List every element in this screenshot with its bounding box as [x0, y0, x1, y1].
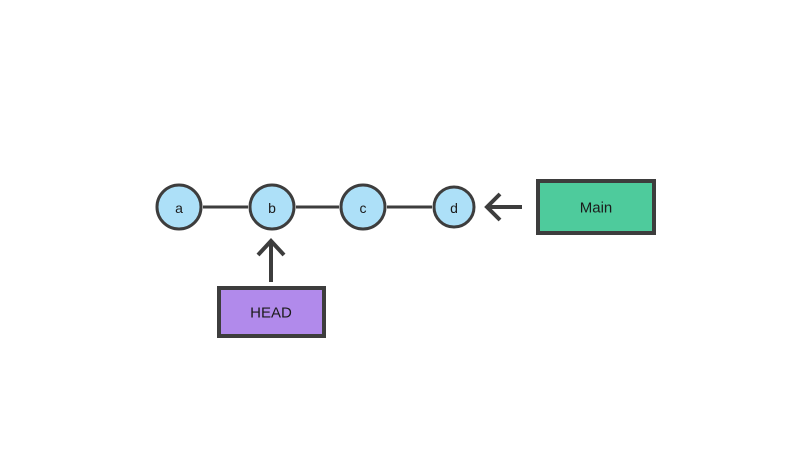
commit-node-d[interactable]: d	[432, 185, 476, 229]
commit-node-b[interactable]: b	[248, 183, 296, 231]
commit-label-b: b	[268, 200, 276, 216]
branch-ref-main-box[interactable]	[536, 179, 656, 235]
head-ref-label: HEAD	[250, 305, 292, 322]
commit-node-c[interactable]: c	[339, 183, 387, 231]
commit-label-a: a	[175, 200, 183, 216]
commit-label-d: d	[450, 200, 458, 216]
commit-node-a[interactable]: a	[155, 183, 203, 231]
head-ref-box[interactable]	[217, 286, 326, 338]
branch-ref-main-label: Main	[580, 200, 613, 217]
arrow-left-icon	[484, 192, 522, 222]
arrow-left-head	[484, 192, 502, 222]
arrow-up-head	[256, 238, 286, 257]
commit-circle-c[interactable]	[339, 183, 387, 231]
commit-circle-a[interactable]	[155, 183, 203, 231]
head-ref[interactable]: HEAD	[217, 286, 326, 338]
branch-ref-main[interactable]: Main	[536, 179, 656, 235]
arrow-up-icon	[256, 238, 286, 282]
commit-circle-d[interactable]	[432, 185, 476, 229]
commit-label-c: c	[360, 200, 367, 216]
commit-circle-b[interactable]	[248, 183, 296, 231]
